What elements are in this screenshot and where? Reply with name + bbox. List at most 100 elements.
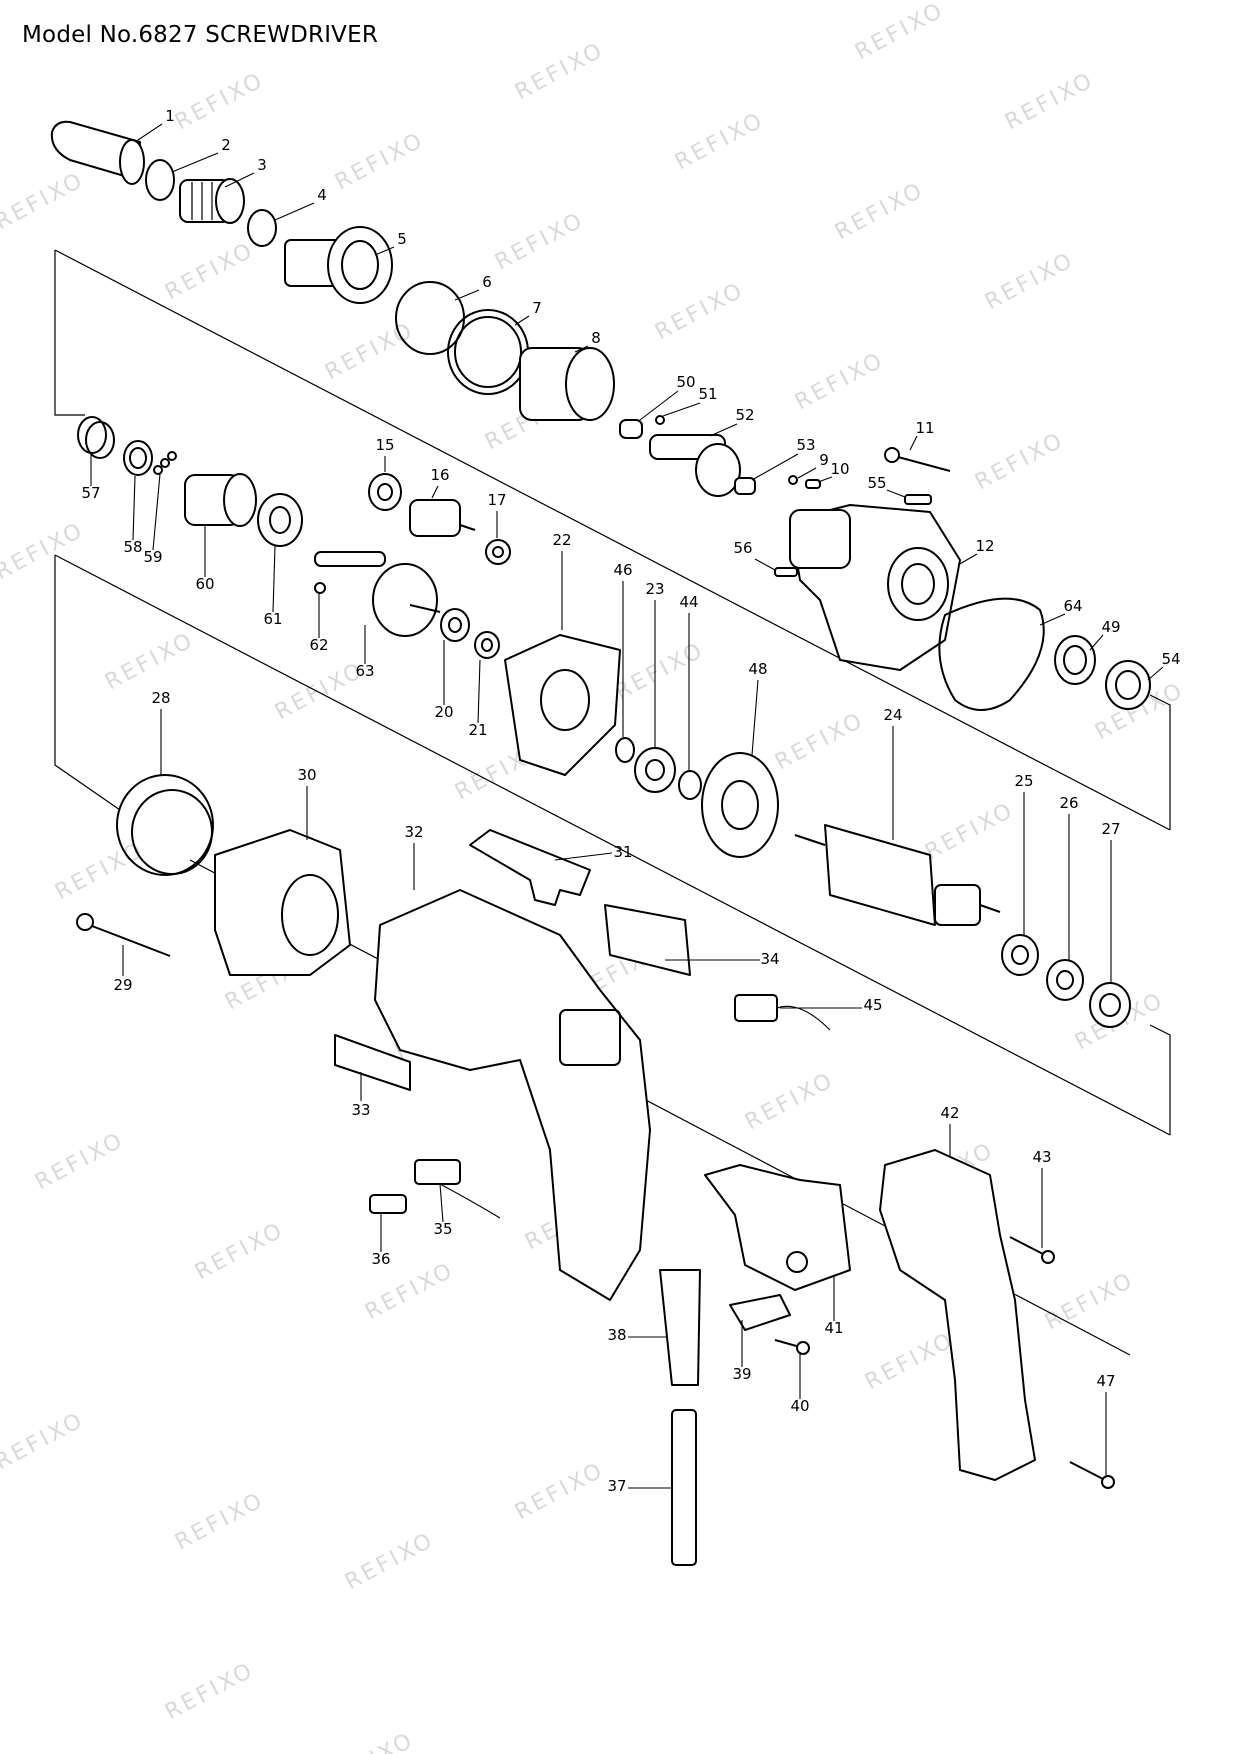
watermark-text: REFIXO — [771, 708, 869, 776]
leader-line-58 — [132, 475, 136, 541]
part-52-spindle — [649, 434, 741, 497]
part-label-22: 22 — [552, 531, 571, 549]
part-label-51: 51 — [698, 385, 717, 403]
part-label-17: 17 — [487, 491, 506, 509]
part-1-nose-cone — [50, 120, 145, 185]
part-label-46: 46 — [613, 561, 632, 579]
watermark-text: REFIXO — [831, 178, 929, 246]
watermark-text: REFIXO — [0, 1408, 89, 1476]
part-label-54: 54 — [1161, 650, 1180, 668]
watermark-text: REFIXO — [341, 1528, 439, 1596]
part-7-ring — [447, 309, 529, 395]
leader-line-49 — [1089, 634, 1104, 651]
part-23-bearing — [634, 747, 676, 793]
leader-line-5 — [374, 246, 395, 256]
part-34-name-plate — [604, 904, 691, 976]
watermark-text: REFIXO — [861, 1328, 959, 1396]
leader-line-31 — [554, 852, 613, 861]
part-45-brush-holder — [734, 994, 831, 1031]
part-label-8: 8 — [591, 329, 601, 347]
part-label-34: 34 — [760, 950, 779, 968]
part-35-brush-holder — [414, 1159, 501, 1219]
watermark-text: REFIXO — [1001, 68, 1099, 136]
part-label-12: 12 — [975, 537, 994, 555]
part-63-spindle-gear — [314, 551, 441, 637]
part-46-ring — [615, 737, 635, 763]
part-30-field — [214, 829, 351, 976]
part-label-33: 33 — [351, 1101, 370, 1119]
part-4-snap-ring — [247, 209, 277, 247]
part-51-steel-ball — [655, 415, 665, 425]
leader-line-51 — [662, 402, 701, 417]
part-44-washer — [678, 770, 702, 800]
watermark-text: REFIXO — [331, 128, 429, 196]
leader-line-16 — [431, 485, 439, 499]
watermark-text: REFIXO — [921, 798, 1019, 866]
part-27-insulation-washer — [1089, 982, 1131, 1028]
leader-line-48 — [751, 679, 759, 756]
part-label-50: 50 — [676, 373, 695, 391]
part-56-pin — [774, 567, 798, 577]
part-label-9: 9 — [819, 451, 829, 469]
part-12-gear-housing — [789, 504, 961, 671]
leader-line-4 — [274, 202, 315, 221]
part-47-screw — [1069, 1461, 1115, 1489]
part-label-2: 2 — [221, 136, 231, 154]
part-label-32: 32 — [404, 823, 423, 841]
part-53-spring — [734, 477, 756, 495]
watermark-text: REFIXO — [191, 1218, 289, 1286]
part-label-61: 61 — [263, 610, 282, 628]
part-label-49: 49 — [1101, 618, 1120, 636]
part-label-59: 59 — [143, 548, 162, 566]
part-61-washer — [257, 493, 303, 547]
watermark-text: REFIXO — [491, 208, 589, 276]
part-37-cord — [671, 1409, 697, 1566]
part-31-hook — [469, 829, 591, 906]
part-label-39: 39 — [732, 1365, 751, 1383]
part-5-locator — [284, 226, 393, 304]
watermark-text: REFIXO — [791, 348, 889, 416]
part-label-20: 20 — [434, 703, 453, 721]
part-label-27: 27 — [1101, 820, 1120, 838]
watermark-text: REFIXO — [511, 38, 609, 106]
part-label-36: 36 — [371, 1250, 390, 1268]
part-36-carbon-brush — [369, 1194, 407, 1214]
watermark-text: REFIXO — [31, 1128, 129, 1196]
leader-line-61 — [272, 545, 276, 613]
part-57-spring — [77, 416, 115, 459]
part-24-armature — [794, 824, 1001, 926]
part-32-housing — [374, 889, 651, 1301]
watermark-text: REFIXO — [101, 628, 199, 696]
part-label-3: 3 — [257, 156, 267, 174]
leader-line-53 — [751, 453, 799, 481]
leader-line-8 — [574, 345, 589, 353]
part-label-62: 62 — [309, 636, 328, 654]
watermark-text: REFIXO — [161, 1658, 259, 1726]
leader-line-3 — [224, 172, 255, 188]
part-25-bearing — [1001, 934, 1039, 976]
part-label-56: 56 — [733, 539, 752, 557]
part-20-bearing — [440, 608, 470, 642]
part-label-42: 42 — [940, 1104, 959, 1122]
part-8-sleeve — [519, 347, 615, 421]
watermark-text: REFIXO — [611, 638, 709, 706]
part-label-38: 38 — [607, 1326, 626, 1344]
part-label-63: 63 — [355, 662, 374, 680]
watermark-text: REFIXO — [671, 108, 769, 176]
leader-line-21 — [477, 659, 481, 724]
part-label-58: 58 — [123, 538, 142, 556]
part-9-steel-ball — [788, 475, 798, 485]
part-label-29: 29 — [113, 976, 132, 994]
part-label-7: 7 — [532, 299, 542, 317]
leader-line-11 — [909, 435, 918, 451]
watermark-text: REFIXO — [981, 248, 1079, 316]
leader-line-12 — [957, 553, 978, 566]
part-3-sleeve — [179, 178, 245, 224]
part-16-clutch-cam — [409, 499, 476, 537]
leader-line-10 — [817, 476, 833, 483]
part-label-4: 4 — [317, 186, 327, 204]
part-label-24: 24 — [883, 706, 902, 724]
watermark-text: REFIXO — [321, 318, 419, 386]
watermark-text: REFIXO — [171, 68, 269, 136]
